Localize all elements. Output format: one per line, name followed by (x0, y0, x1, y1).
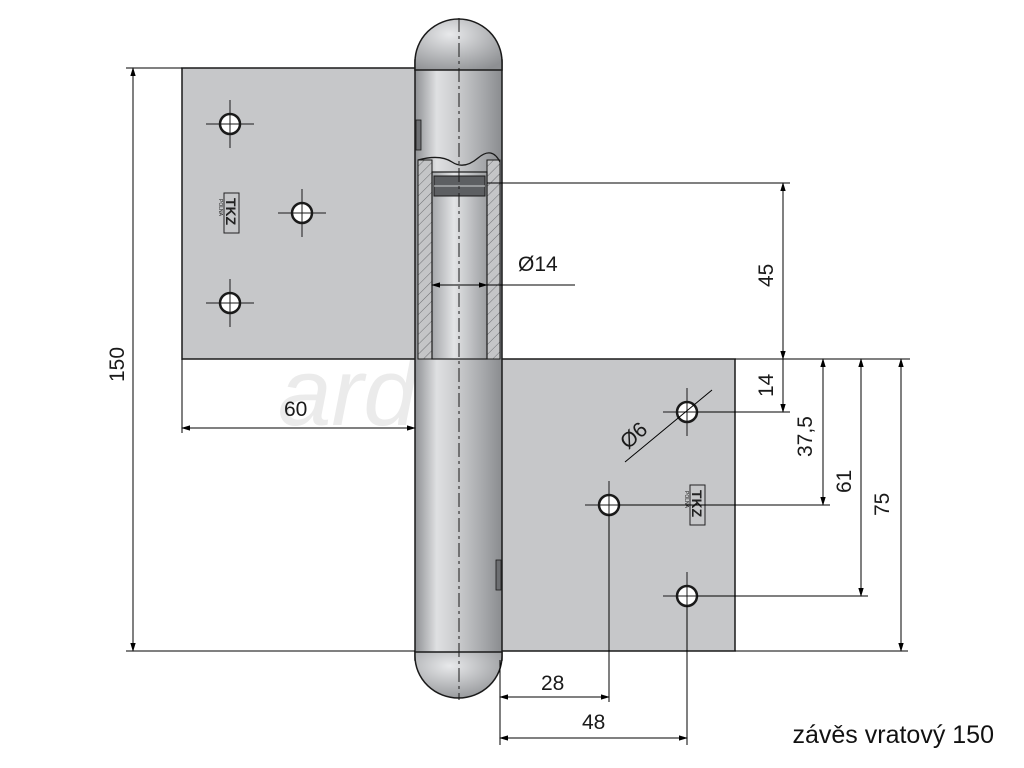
svg-text:POLNA: POLNA (683, 491, 689, 509)
svg-text:POLNA: POLNA (217, 199, 223, 217)
upper-notch (415, 119, 422, 151)
lower-notch (495, 559, 502, 591)
dim-leaf-width: 60 (284, 398, 307, 421)
svg-text:TKZ: TKZ (689, 490, 705, 518)
section-hatch-right (486, 159, 501, 360)
dimension-lines (126, 67, 910, 745)
section-hatch-left (417, 159, 433, 360)
logo-upper: TKZ POLNA (217, 192, 240, 234)
svg-text:TKZ: TKZ (223, 198, 239, 226)
break-line (417, 152, 501, 166)
dim-outer-hole-horizontal: 48 (582, 711, 605, 734)
drawing-caption: závěs vratový 150 (792, 721, 995, 749)
dim-middle-hole-horizontal: 28 (541, 672, 564, 695)
dim-middle-hole-offset: 37,5 (794, 416, 817, 457)
dim-pin-diameter: Ø14 (518, 253, 558, 276)
dim-first-hole-offset: 14 (755, 373, 778, 397)
upper-leaf-holes (206, 100, 326, 327)
dim-bottom-hole-offset: 75 (871, 493, 894, 516)
dim-total-height: 150 (106, 347, 129, 382)
dim-pin-length: 45 (755, 264, 778, 287)
dim-middle-hole-center: 61 (833, 470, 856, 493)
